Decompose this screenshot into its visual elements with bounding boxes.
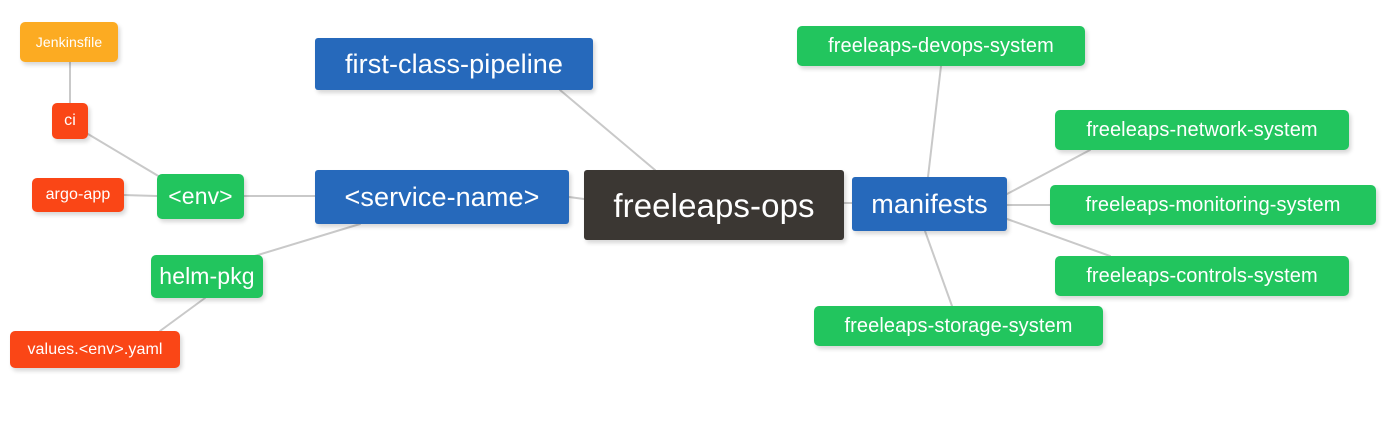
node-values-yaml[interactable]: values.<env>.yaml (10, 331, 180, 368)
node-freeleaps-monitoring-system[interactable]: freeleaps-monitoring-system (1050, 185, 1376, 225)
node-label: freeleaps-network-system (1086, 119, 1318, 141)
node-service-name[interactable]: <service-name> (315, 170, 569, 224)
node-freeleaps-controls-system[interactable]: freeleaps-controls-system (1055, 256, 1349, 296)
node-jenkinsfile[interactable]: Jenkinsfile (20, 22, 118, 62)
node-label: argo-app (45, 186, 111, 203)
edge-values-yaml-to-helm-pkg (159, 297, 206, 332)
edge-first-class-pipeline-to-freeleaps-ops (559, 89, 656, 171)
node-argo-app[interactable]: argo-app (32, 178, 124, 212)
node-manifests[interactable]: manifests (852, 177, 1007, 231)
edge-helm-pkg-to-service-name (247, 223, 361, 259)
edge-manifests-to-freeleaps-storage-system (924, 230, 953, 307)
node-label: <service-name> (344, 181, 540, 212)
node-ci[interactable]: ci (52, 103, 88, 139)
node-freeleaps-storage-system[interactable]: freeleaps-storage-system (814, 306, 1103, 346)
edge-service-name-to-freeleaps-ops (568, 196, 585, 200)
node-label: helm-pkg (159, 263, 255, 289)
node-label: freeleaps-ops (613, 186, 815, 224)
node-freeleaps-ops[interactable]: freeleaps-ops (584, 170, 844, 240)
edge-manifests-to-freeleaps-devops-system (927, 65, 942, 178)
node-label: Jenkinsfile (35, 34, 103, 50)
node-label: ci (64, 112, 76, 129)
node-label: values.<env>.yaml (27, 340, 163, 358)
edge-argo-app-to-env (123, 194, 158, 197)
node-helm-pkg[interactable]: helm-pkg (151, 255, 263, 298)
node-label: manifests (871, 188, 988, 219)
node-first-class-pipeline[interactable]: first-class-pipeline (315, 38, 593, 90)
node-freeleaps-network-system[interactable]: freeleaps-network-system (1055, 110, 1349, 150)
node-label: first-class-pipeline (344, 48, 564, 79)
node-label: freeleaps-monitoring-system (1085, 194, 1341, 216)
node-label: freeleaps-devops-system (828, 35, 1054, 57)
edge-ci-to-env (87, 133, 161, 178)
node-label: freeleaps-controls-system (1086, 265, 1318, 287)
node-label: freeleaps-storage-system (844, 315, 1073, 337)
node-env[interactable]: <env> (157, 174, 244, 219)
node-label: <env> (168, 183, 233, 209)
node-freeleaps-devops-system[interactable]: freeleaps-devops-system (797, 26, 1085, 66)
